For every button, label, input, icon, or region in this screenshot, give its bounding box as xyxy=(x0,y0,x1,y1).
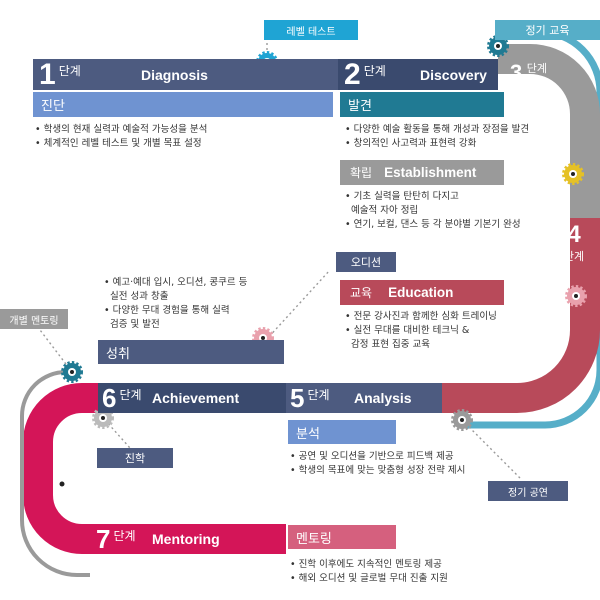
desc-line: • 공연 및 오디션을 기반으로 피드백 제공 xyxy=(290,451,454,462)
stage-title-en: Analysis xyxy=(354,390,412,406)
stage-number: 4 xyxy=(567,221,581,248)
stage-5-header: 5 단계 Analysis xyxy=(286,383,442,413)
desc-line: 검증 및 발전 xyxy=(110,319,160,330)
stage-7-description: • 진학 이후에도 지속적인 멘토링 제공 • 해외 오디션 및 글로벌 무대 … xyxy=(290,558,448,586)
stage-7-title-ko: 멘토링 xyxy=(288,525,396,549)
stage-number: 5 xyxy=(290,383,305,413)
desc-line: 감정 표현 집중 교육 xyxy=(351,339,430,350)
tag-regular-class: 정기 교육 xyxy=(495,20,600,40)
stage-4-title: 교육 Education xyxy=(340,280,504,305)
gear-icon xyxy=(565,285,587,307)
desc-line: • 진학 이후에도 지속적인 멘토링 제공 xyxy=(290,559,442,570)
desc-line: 실전 성과 창출 xyxy=(110,291,169,302)
stage-5-title-ko: 분석 xyxy=(288,420,396,444)
tag-regular-performance: 정기 공연 xyxy=(488,481,568,501)
stage-suffix: 단계 xyxy=(363,64,386,78)
tag-audition: 오디션 xyxy=(336,252,396,272)
gear-icon xyxy=(562,163,584,185)
stage-1-description: • 학생의 현재 실력과 예술적 가능성을 분석 • 체계적인 레벨 테스트 및… xyxy=(35,123,207,151)
desc-line: 예술적 자아 정립 xyxy=(351,205,419,216)
crimson-track xyxy=(23,383,120,554)
desc-line: • 학생의 현재 실력과 예술적 가능성을 분석 xyxy=(35,124,208,135)
stage-suffix: 단계 xyxy=(58,64,81,78)
desc-line: • 전문 강사진과 함께한 심화 트레이닝 xyxy=(345,311,497,322)
stage-6-title-ko: 성취 xyxy=(98,340,284,364)
stage-suffix: 단계 xyxy=(113,529,136,543)
stage-title-en: Education xyxy=(388,285,454,300)
stage-title-ko: 확립 xyxy=(350,166,373,180)
desc-line: • 다양한 예술 활동을 통해 개성과 장점을 발견 xyxy=(345,124,530,135)
stage-4-description: • 전문 강사진과 함께한 심화 트레이닝 • 실전 무대를 대비한 테크닉 &… xyxy=(345,310,497,352)
desc-line: • 체계적인 레벨 테스트 및 개별 목표 설정 xyxy=(35,138,202,149)
gear-icon xyxy=(487,35,509,57)
gear-icon xyxy=(451,409,473,431)
gear-icon xyxy=(61,361,83,383)
stage-1-title-ko: 진단 xyxy=(33,92,333,117)
stage-number: 7 xyxy=(96,524,111,554)
stage-6-header: 6 단계 Achievement xyxy=(98,383,286,413)
desc-line: • 실전 무대를 대비한 테크닉 & xyxy=(345,325,470,336)
tag-level-test: 레벨 테스트 xyxy=(264,20,358,40)
stage-number: 6 xyxy=(102,383,117,413)
tag-individual-mentoring: 개별 멘토링 xyxy=(0,309,68,329)
gray-track xyxy=(498,44,600,220)
desc-line: • 예고·예대 입시, 오디션, 콩쿠르 등 xyxy=(104,277,248,288)
red-track xyxy=(440,218,600,413)
stage-title-en: Achievement xyxy=(152,390,240,406)
outer-gray-track xyxy=(20,370,90,577)
stage-title-en: Mentoring xyxy=(152,531,220,547)
desc-line: • 창의적인 사고력과 표현력 강화 xyxy=(345,138,477,149)
desc-line: • 연기, 보컬, 댄스 등 각 분야별 기본기 완성 xyxy=(345,219,521,230)
stage-number: 1 xyxy=(39,57,56,91)
stage-2-header: 2 단계 Discovery xyxy=(338,59,498,90)
stage-4-label: 4 단계 xyxy=(560,222,588,264)
stage-number: 2 xyxy=(344,57,361,91)
desc-line: • 다양한 무대 경험을 통해 실력 xyxy=(104,305,230,316)
stage-7-header: 7 단계 Mentoring xyxy=(92,524,286,554)
stage-title-en: Discovery xyxy=(420,66,487,83)
stage-2-description: • 다양한 예술 활동을 통해 개성과 장점을 발견 • 창의적인 사고력과 표… xyxy=(345,123,529,151)
stage-5-description: • 공연 및 오디션을 기반으로 피드백 제공 • 학생의 목표에 맞는 맞춤형… xyxy=(290,450,465,478)
dotted-connectors xyxy=(39,40,523,481)
desc-line: • 학생의 목표에 맞는 맞춤형 성장 전략 제시 xyxy=(290,465,466,476)
stage-3-description: • 기초 실력을 탄탄히 다지고 예술적 자아 정립 • 연기, 보컬, 댄스 … xyxy=(345,190,521,232)
stage-2-title-ko: 발견 xyxy=(340,92,504,117)
tag-admission: 진학 xyxy=(97,448,173,468)
desc-line: • 기초 실력을 탄탄히 다지고 xyxy=(345,191,459,202)
stage-suffix: 단계 xyxy=(119,388,142,402)
stage-title-en: Diagnosis xyxy=(141,66,208,83)
stage-suffix: 단계 xyxy=(307,388,330,402)
stage-6-description: • 예고·예대 입시, 오디션, 콩쿠르 등 실전 성과 창출 • 다양한 무대… xyxy=(104,276,247,332)
stage-3-label: 3 단계 xyxy=(510,60,547,86)
stage-title-en: Establishment xyxy=(384,165,477,180)
gear-icon xyxy=(57,479,67,489)
desc-line: • 해외 오디션 및 글로벌 무대 진출 지원 xyxy=(290,573,448,584)
stage-suffix: 단계 xyxy=(526,63,547,75)
stage-1-header: 1 단계 Diagnosis xyxy=(33,59,338,90)
stage-number: 3 xyxy=(510,60,523,85)
stage-title-ko: 교육 xyxy=(350,286,373,300)
stage-suffix: 단계 xyxy=(563,251,585,263)
stage-3-title: 확립 Establishment xyxy=(340,160,504,185)
